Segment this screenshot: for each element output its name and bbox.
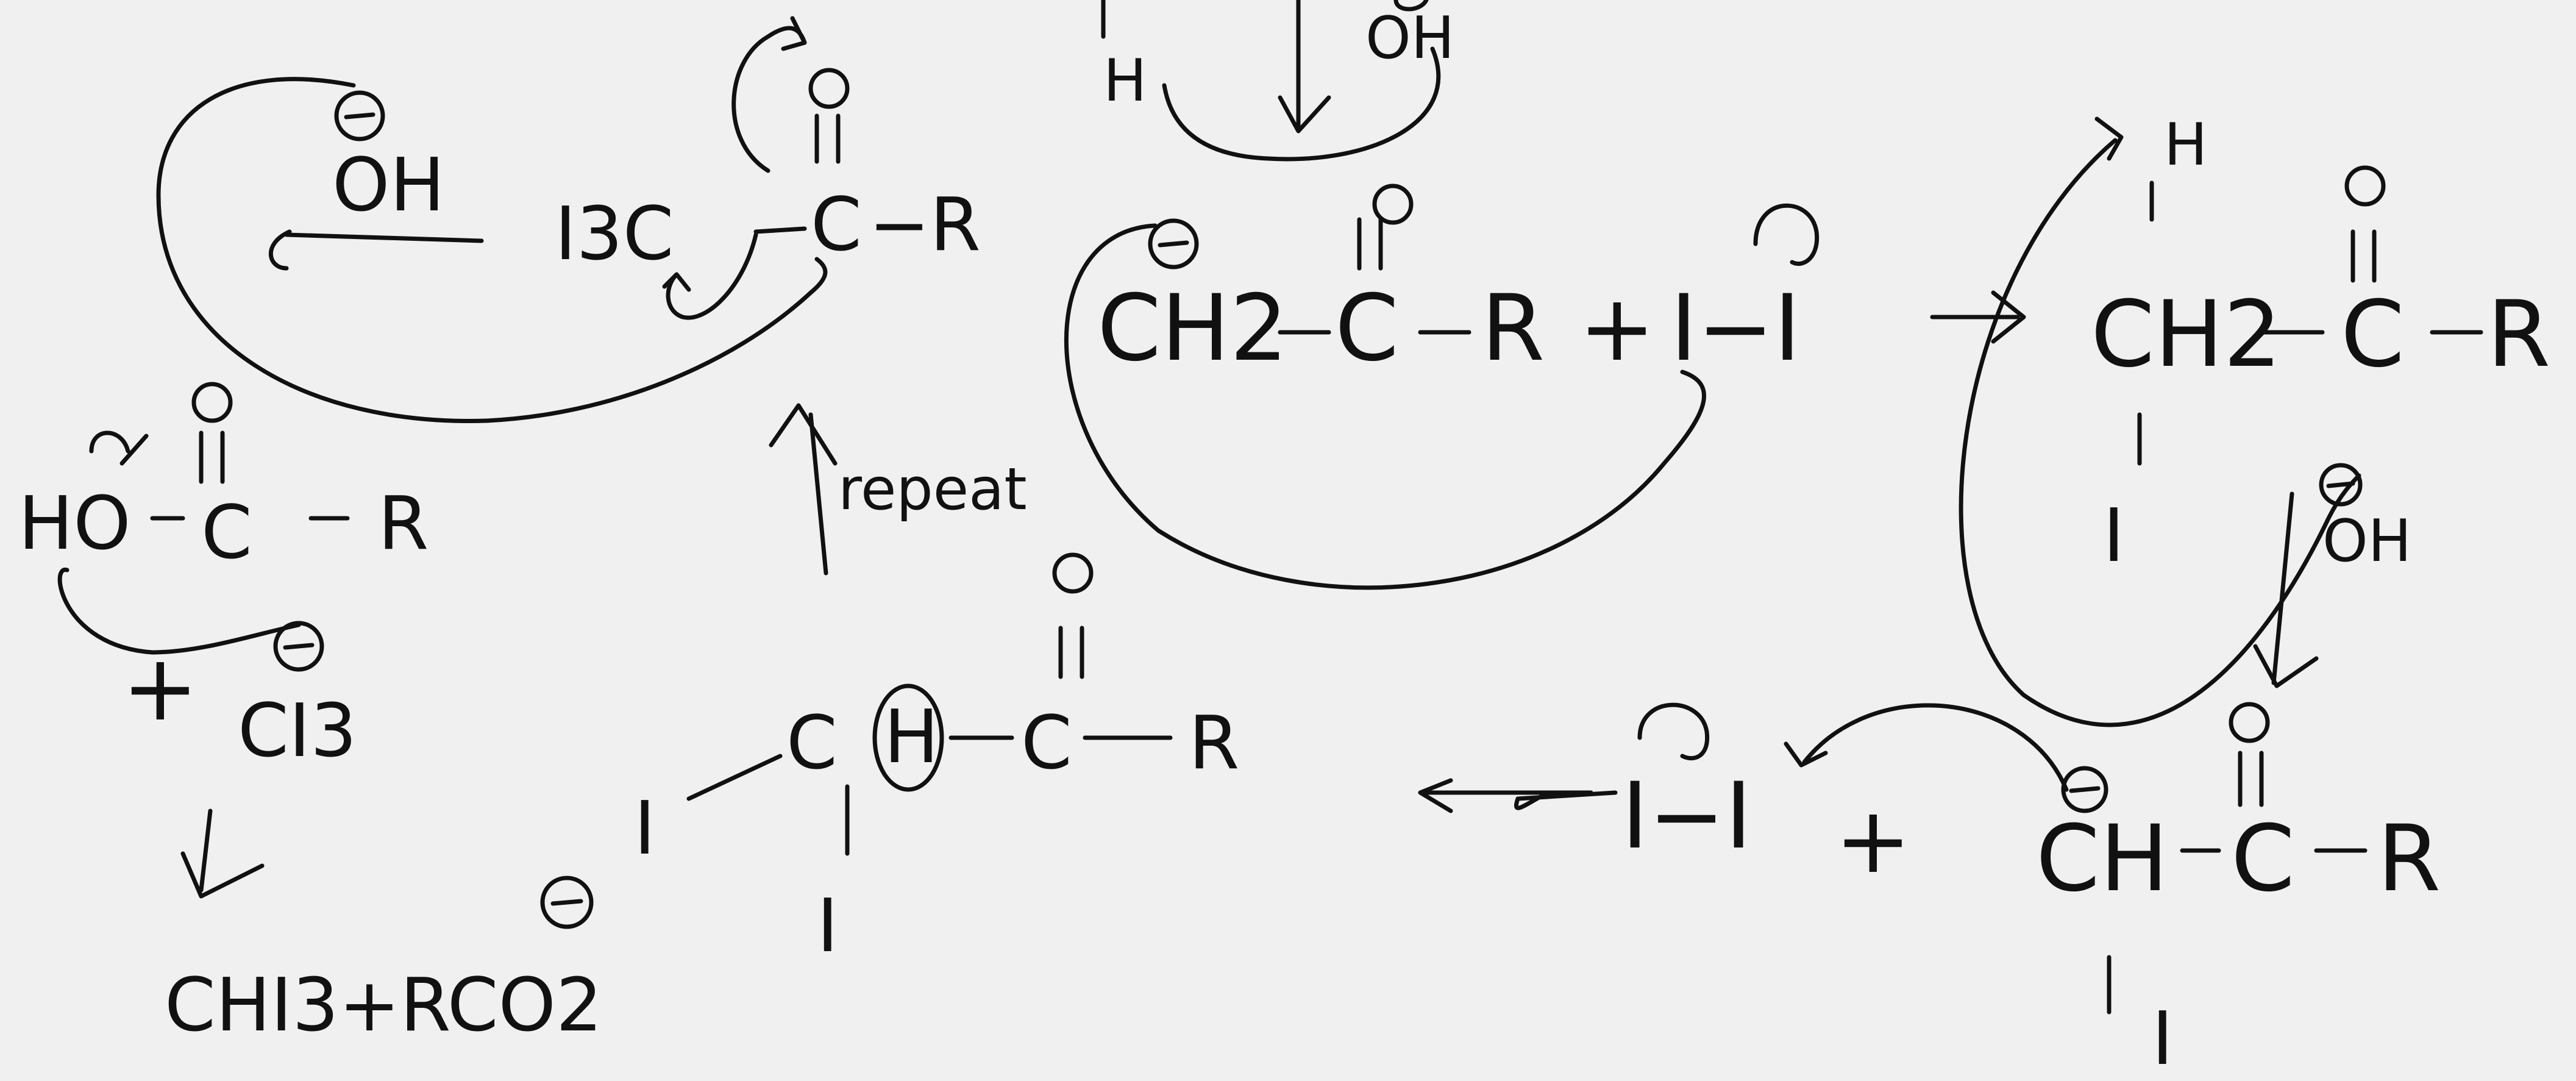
i-i-top-label: I−I — [1670, 276, 1801, 382]
c-right-label: C — [2341, 282, 2405, 388]
ch-bottom-label: CH — [2036, 806, 2169, 912]
i-below-mid-label: I — [817, 884, 838, 969]
curved-arrow-second-deprotonation — [1959, 116, 2361, 727]
negative-charge-icon — [334, 90, 385, 141]
ch2-right-label: CH2 — [2091, 282, 2282, 388]
curved-arrow-bottom-iodination — [1784, 703, 2069, 792]
curved-arrow-hydroxide-attack — [156, 77, 828, 424]
h-top-label: H — [1103, 48, 1147, 115]
i-i-bottom-label: I−I — [1621, 763, 1752, 869]
oxygen-2 — [191, 382, 233, 423]
oh-label-1: OH — [332, 143, 445, 228]
r-bottom-label: R — [2377, 806, 2441, 912]
curved-arrow-carbonyl — [731, 16, 807, 173]
carbonyl-c-label-1: C — [811, 183, 862, 268]
c-label-2: C — [201, 491, 252, 576]
oxygen-1 — [808, 68, 850, 109]
i-right-label: I — [2103, 494, 2124, 579]
h-circled-label: H — [884, 695, 939, 780]
h-right-label: H — [2164, 112, 2207, 179]
oxygen-top — [1372, 184, 1414, 225]
i-bottom-label: I — [2152, 997, 2173, 1081]
oh-right-label: OH — [2322, 508, 2411, 575]
r-right-label: R — [2487, 282, 2550, 388]
ho-label: HO — [18, 482, 131, 566]
negative-charge-icon-6 — [2061, 766, 2108, 813]
curved-arrow-ii-bond — [1753, 203, 1820, 266]
curved-arrow-enolate-attack — [1064, 223, 1707, 590]
curved-arrow-deprotonation — [1162, 46, 1441, 162]
r-label-1: −R — [869, 183, 981, 268]
repeat-label: repeat — [838, 456, 1027, 523]
oxygen-bottom — [2229, 702, 2270, 743]
negative-charge-icon-4 — [1148, 218, 1199, 269]
c-mid2-label: C — [1021, 701, 1072, 786]
circled-hydrogen — [872, 683, 944, 792]
r-top-label: R — [1481, 276, 1545, 382]
curved-arrow-proton-transfer — [57, 568, 301, 655]
curved-arrow-cc-bond — [662, 232, 758, 320]
negative-charge-icon-5 — [2319, 463, 2363, 507]
oh-top-label: OH — [1365, 5, 1454, 72]
ci3-label: CI3 — [238, 689, 357, 774]
down-arrow-products — [180, 808, 265, 899]
ch-mid-label: C — [786, 701, 838, 786]
ch2-top-label: CH2 — [1097, 276, 1288, 382]
r-mid-label: R — [1189, 701, 1239, 786]
i3c-label: I3C — [555, 192, 674, 277]
plus-bottom-label: + — [1835, 788, 1912, 894]
negative-charge-icon-2 — [273, 621, 324, 672]
down-arrow-oh — [2253, 491, 2319, 688]
chi3-rco2-label: CHI3+RCO2 — [165, 963, 602, 1048]
oxygen-right — [2344, 165, 2386, 207]
negative-charge-icon-3 — [540, 876, 594, 929]
plus-label-1: + — [122, 635, 199, 741]
reaction-arrow-bottom — [1418, 778, 1618, 813]
r-label-2: R — [378, 482, 429, 566]
oxygen-mid — [1052, 552, 1094, 594]
reaction-arrow-top — [1930, 290, 2026, 344]
c-top-label: C — [1335, 276, 1399, 382]
i-left-label: I — [634, 787, 655, 871]
plus-top-label: + — [1579, 276, 1656, 382]
c-bottom-label: C — [2231, 806, 2295, 912]
up-arrow-repeat — [769, 403, 838, 576]
